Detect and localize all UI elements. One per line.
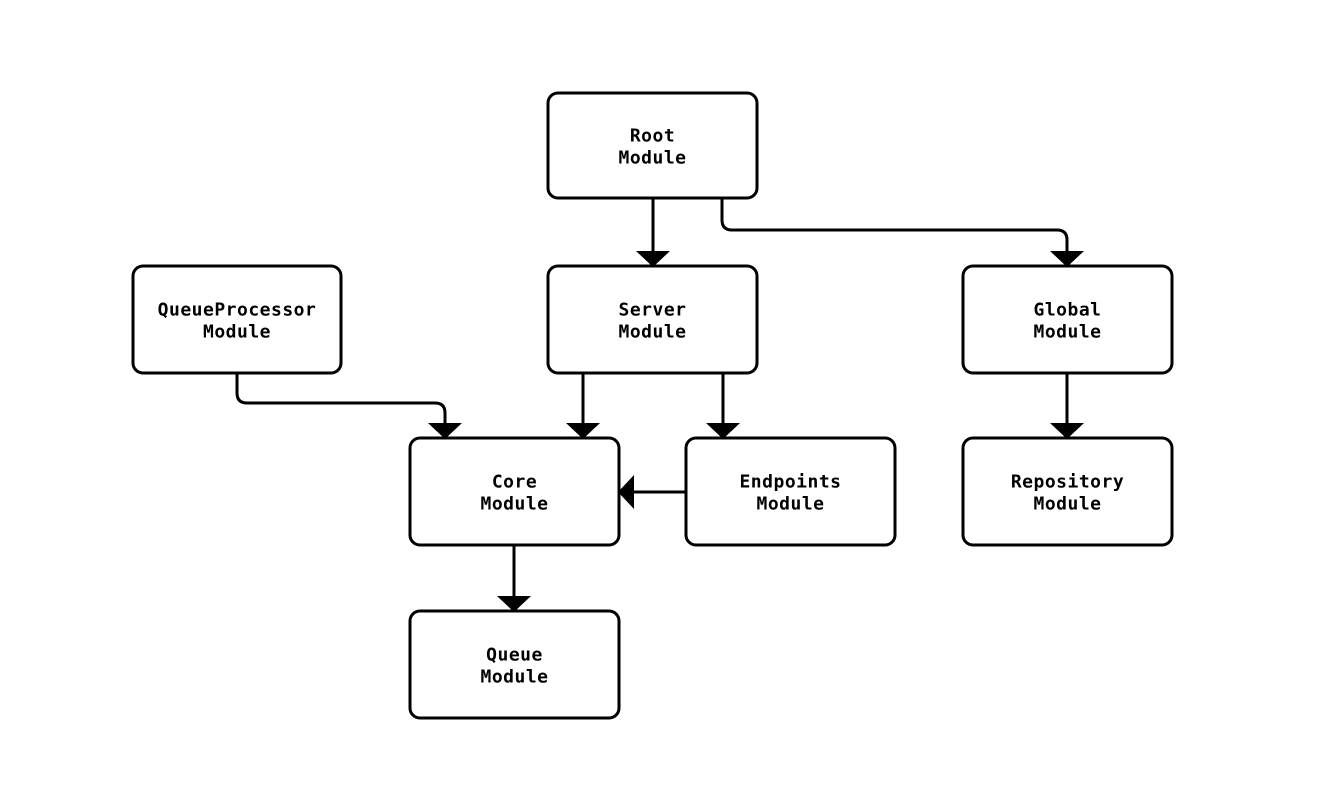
- node-box: [546, 91, 759, 200]
- edge-queueprocessor-to-core: [235, 373, 462, 439]
- node-box: [408, 609, 621, 720]
- node-box: [546, 264, 759, 375]
- node-box: [961, 436, 1174, 547]
- node-box: [961, 264, 1174, 375]
- node-box: [131, 264, 343, 375]
- node-box: [408, 436, 621, 547]
- edge-root-to-global: [720, 198, 1084, 267]
- node-box: [684, 436, 897, 547]
